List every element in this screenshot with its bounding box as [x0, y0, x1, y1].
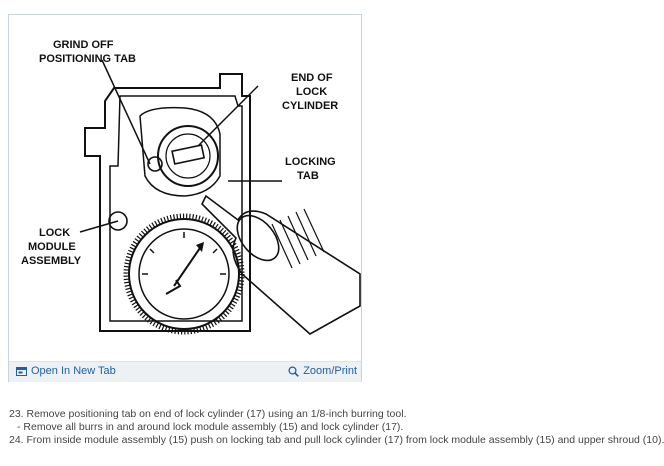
lock-module-diagram: GRIND OFF POSITIONING TAB END OF LOCK CY… — [21, 39, 361, 335]
module-housing-inner — [109, 95, 243, 322]
dial-face — [138, 228, 230, 320]
open-tab-icon — [16, 366, 27, 376]
callout-locking-1: LOCKING — [285, 156, 336, 168]
callout-end-3: CYLINDER — [282, 100, 338, 112]
callout-end-1: END OF — [291, 72, 333, 84]
zoom-print-link[interactable]: Zoom/Print — [288, 365, 357, 377]
grind-leader — [101, 59, 151, 165]
step-23: 23. Remove positioning tab on end of loc… — [9, 408, 407, 420]
step-23-substep: - Remove all burrs in and around lock mo… — [17, 421, 404, 433]
key-slot — [171, 144, 206, 165]
needle-base — [165, 279, 182, 295]
end-of-cylinder-leader — [197, 85, 259, 147]
zoom-print-label: Zoom/Print — [303, 365, 357, 377]
positioning-tab — [147, 156, 163, 172]
cylinder-boss — [139, 106, 221, 197]
magnifier-icon — [288, 365, 300, 377]
dial-needle — [173, 247, 201, 287]
tool-collar — [236, 214, 280, 262]
mounting-hole — [108, 211, 128, 231]
lock-cylinder-end — [157, 125, 219, 187]
burring-tool — [201, 194, 361, 335]
callout-module-3: ASSEMBLY — [21, 255, 82, 267]
step-24: 24. From inside module assembly (15) pus… — [9, 434, 664, 446]
dial-outer-ring — [128, 218, 240, 330]
open-in-new-tab-link[interactable]: Open In New Tab — [16, 365, 116, 377]
lock-module-leader — [79, 220, 119, 233]
callout-module-1: LOCK — [39, 227, 70, 239]
callout-end-2: LOCK — [296, 86, 327, 98]
open-in-new-tab-label: Open In New Tab — [31, 365, 116, 377]
lock-cylinder-inner-ring — [165, 133, 211, 179]
instruction-steps: 23. Remove positioning tab on end of loc… — [9, 408, 664, 447]
callout-grind-1: GRIND OFF — [53, 39, 114, 51]
needle-tip — [196, 242, 204, 252]
callout-grind-2: POSITIONING TAB — [39, 53, 136, 65]
figure-footer: Open In New Tab Zoom/Print — [9, 361, 361, 382]
figure-card: GRIND OFF POSITIONING TAB END OF LOCK CY… — [8, 14, 362, 382]
callout-module-2: MODULE — [28, 241, 76, 253]
callout-locking-2: TAB — [297, 170, 319, 182]
